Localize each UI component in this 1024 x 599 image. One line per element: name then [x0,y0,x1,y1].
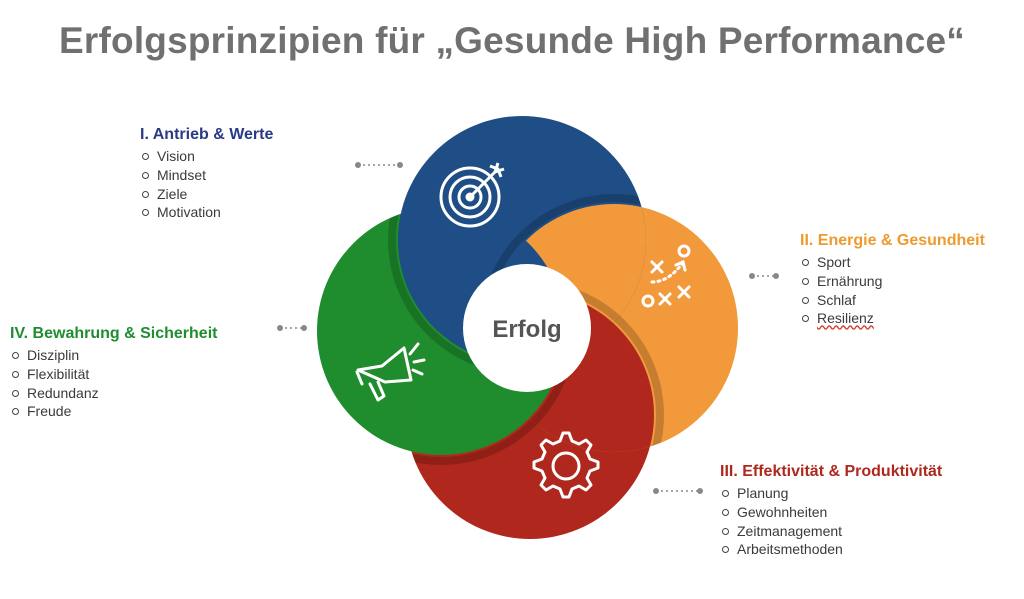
list-item: Ziele [140,185,273,204]
list-item: Sport [800,253,985,272]
list-item: Mindset [140,166,273,185]
section-antrieb-werte: I. Antrieb & Werte Vision Mindset Ziele … [140,126,273,222]
section-heading: III. Effektivität & Produktivität [720,463,943,480]
swirl-blue-over-green [398,207,565,364]
list-item: Gewohnheiten [720,503,942,522]
section-list: Planung Gewohnheiten Zeitmanagement Arbe… [720,484,942,559]
list-item: Freude [10,402,217,421]
list-item: Disziplin [10,346,217,365]
section-heading: II. Energie & Gesundheit [800,232,985,249]
list-item: Arbeitsmethoden [720,540,942,559]
strategy-play-icon [641,244,691,308]
section-heading: IV. Bewahrung & Sicherheit [10,325,218,342]
section-heading: I. Antrieb & Werte [140,126,274,143]
section-list: Disziplin Flexibilität Redundanz Freude [10,346,217,421]
section-energie-gesundheit: II. Energie & Gesundheit Sport Ernährung… [800,232,985,328]
list-item: Planung [720,484,942,503]
gear-icon [532,431,600,499]
list-item: Ernährung [800,272,985,291]
center-label: Erfolg [492,316,561,343]
target-icon [439,162,505,228]
section-list: Vision Mindset Ziele Motivation [140,147,273,222]
page-title: Erfolgsprinzipien für „Gesunde High Perf… [59,20,965,61]
center-circle [463,264,591,392]
list-item: Flexibilität [10,365,217,384]
list-item: Schlaf [800,291,985,310]
list-item: Redundanz [10,384,217,403]
list-item: Resilienz [800,309,985,328]
section-effektivitaet-produktivitaet: III. Effektivität & Produktivität Planun… [720,463,942,559]
megaphone-icon [355,342,426,402]
list-item: Motivation [140,203,273,222]
section-list: Sport Ernährung Schlaf Resilienz [800,253,985,328]
list-item: Zeitmanagement [720,522,942,541]
section-bewahrung-sicherheit: IV. Bewahrung & Sicherheit Disziplin Fle… [10,325,217,421]
list-item: Vision [140,147,273,166]
